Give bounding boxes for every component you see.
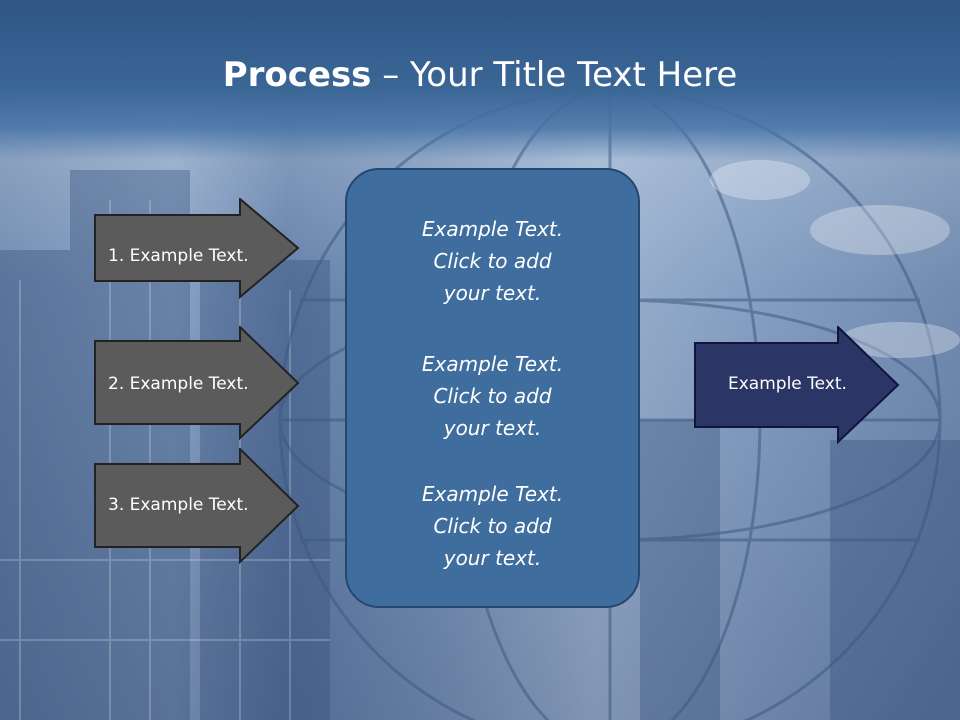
input-arrow-2[interactable] (94, 326, 300, 440)
center-text-block-1: Example Text. Click to add your text. (345, 213, 640, 309)
input-arrow-3-label: 3. Example Text. (108, 495, 249, 515)
center-text-block-3: Example Text. Click to add your text. (345, 478, 640, 574)
center-text-3-line2: Click to add (433, 514, 552, 538)
input-arrow-3[interactable] (94, 448, 300, 564)
center-text-1-line3: your text. (443, 281, 542, 305)
title-band (0, 0, 960, 160)
output-arrow[interactable] (694, 326, 900, 444)
input-arrow-1-label: 1. Example Text. (108, 246, 249, 266)
center-text-2-line1: Example Text. (421, 352, 564, 376)
title-bold: Process (222, 55, 372, 95)
center-text-3-line3: your text. (443, 546, 542, 570)
input-arrow-1[interactable] (94, 198, 300, 300)
output-arrow-label: Example Text. (728, 374, 847, 394)
slide-title[interactable]: Process – Your Title Text Here (0, 52, 960, 98)
center-text-2-line3: your text. (443, 416, 542, 440)
center-text-1-line2: Click to add (433, 249, 552, 273)
center-text-2-line2: Click to add (433, 384, 552, 408)
title-rest: – Your Title Text Here (371, 55, 738, 95)
center-process-box[interactable] (345, 168, 640, 608)
center-text-3-line1: Example Text. (421, 482, 564, 506)
center-text-1-line1: Example Text. (421, 217, 564, 241)
input-arrow-2-label: 2. Example Text. (108, 374, 249, 394)
center-text-block-2: Example Text. Click to add your text. (345, 348, 640, 444)
